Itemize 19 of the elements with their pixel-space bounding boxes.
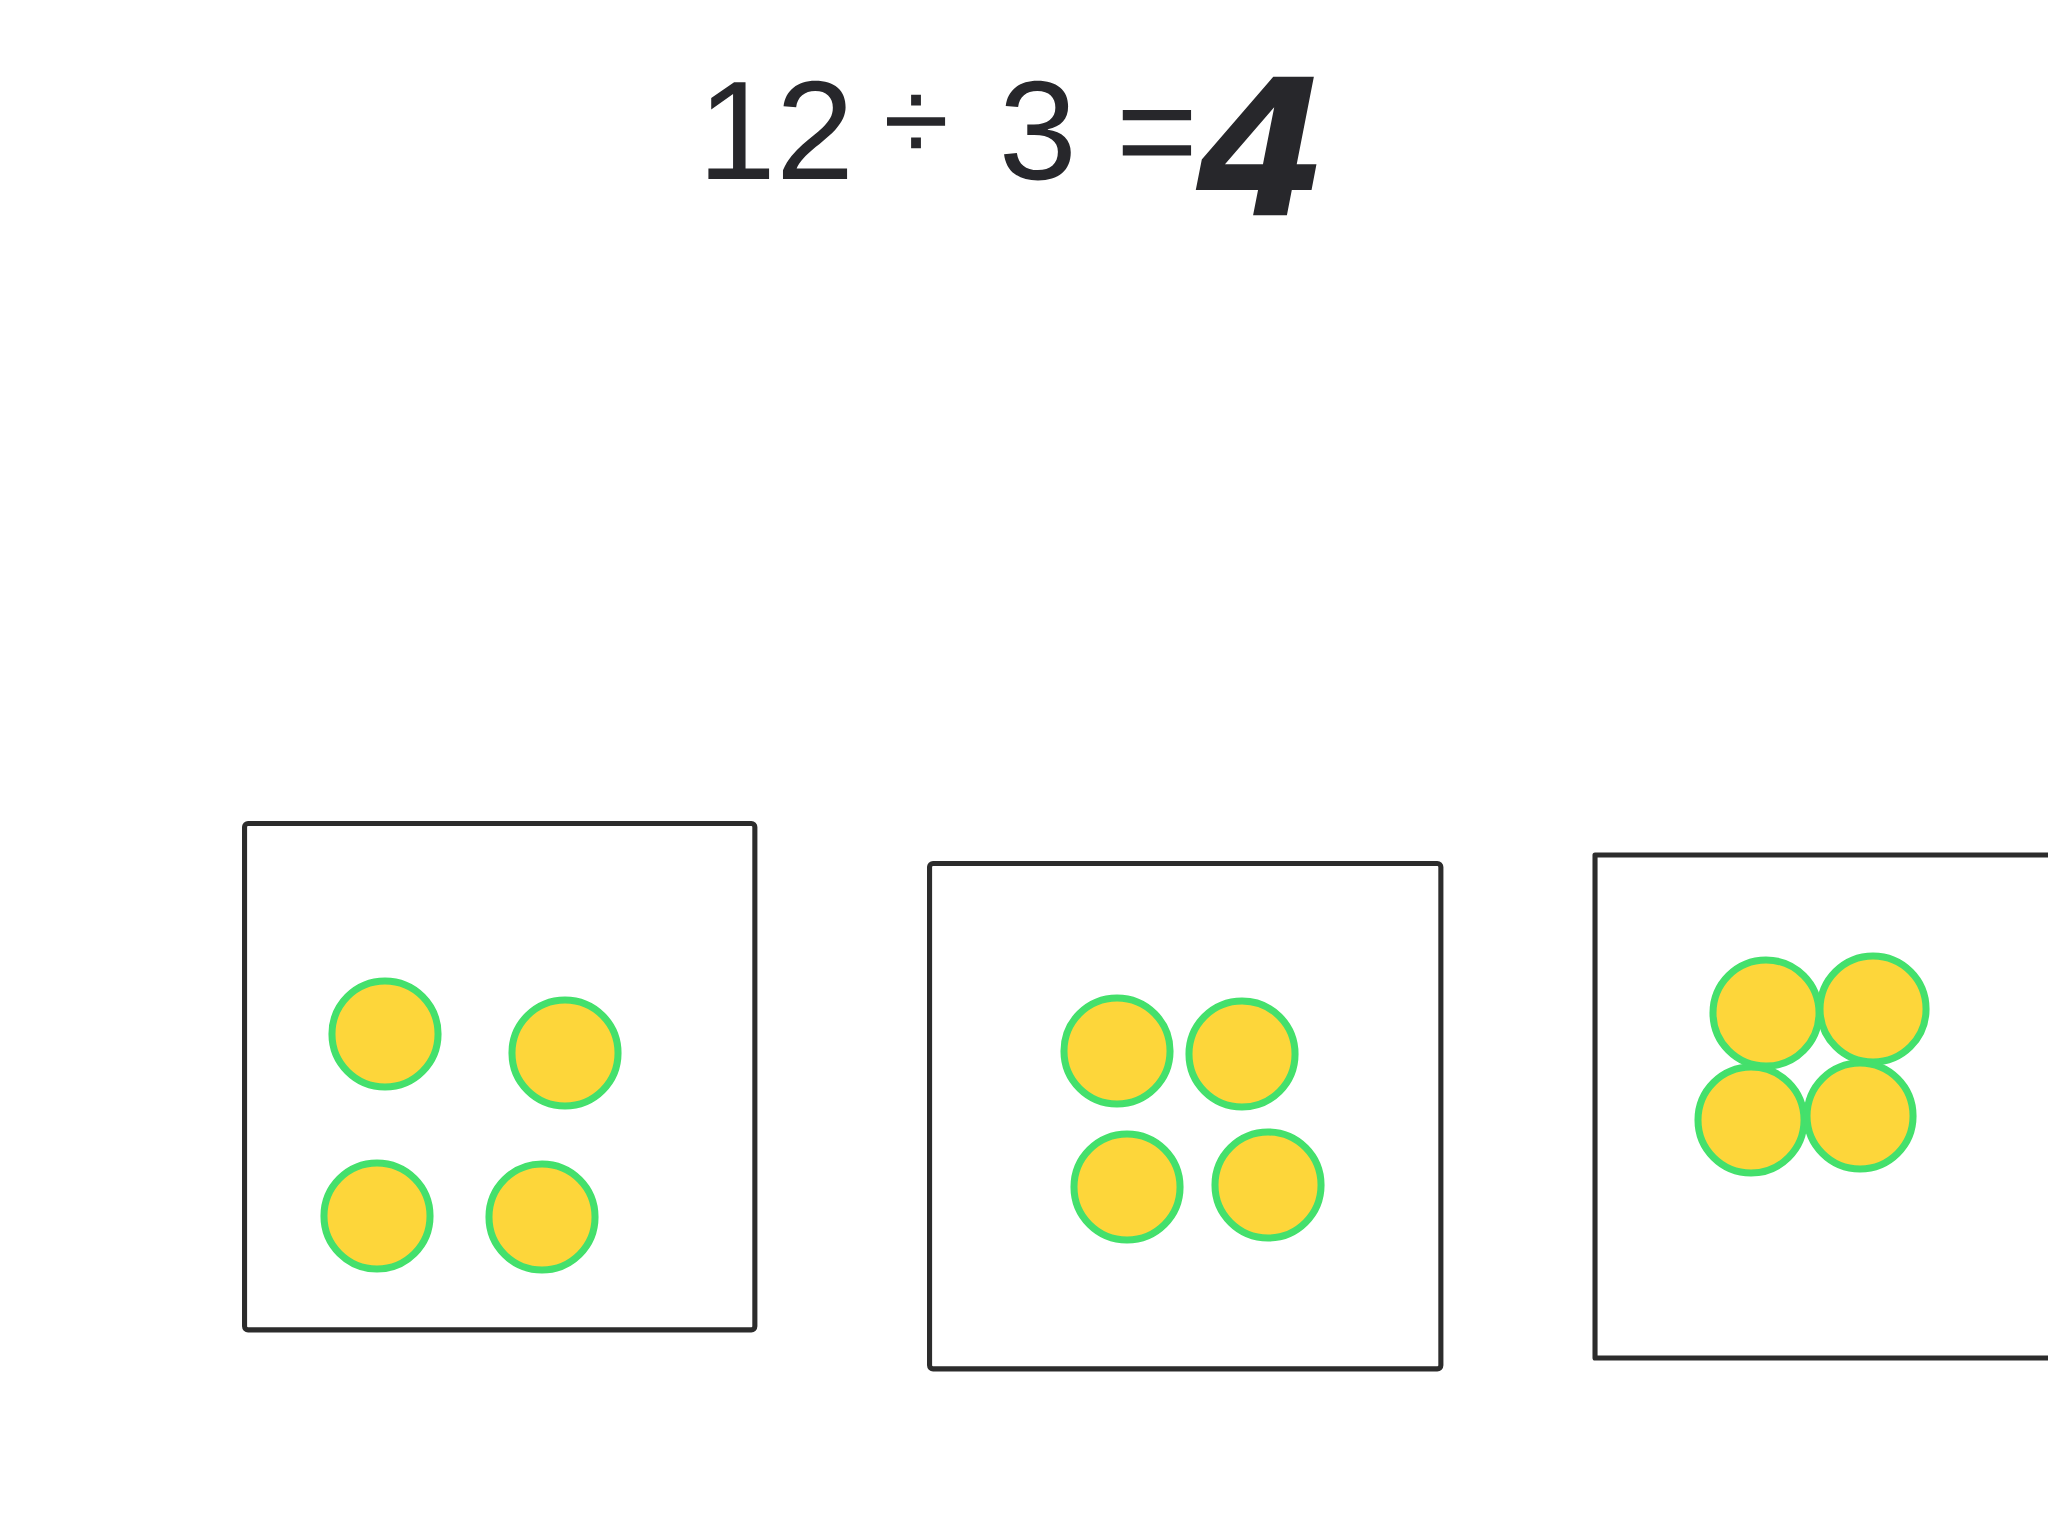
counter-circle <box>1211 1128 1325 1242</box>
counter-circle <box>1060 994 1174 1108</box>
group-box <box>1592 852 2048 1361</box>
equation-text: 3 = <box>1004 80 1192 181</box>
equation-number: 12 <box>708 80 848 179</box>
counter-circle <box>320 1159 434 1273</box>
counter-circle <box>1185 997 1299 1111</box>
handwritten-answer: 4 <box>1195 76 1317 216</box>
counter-circle <box>1694 1063 1808 1177</box>
group-box <box>927 861 1444 1372</box>
counter-circle <box>328 977 442 1091</box>
counter-circle <box>508 996 622 1110</box>
counter-circle <box>1803 1059 1917 1173</box>
counter-circle <box>1070 1130 1184 1244</box>
division-sign: ÷ <box>887 94 946 149</box>
counter-circle <box>1816 952 1930 1066</box>
counter-circle <box>1709 956 1823 1070</box>
group-box <box>242 821 758 1333</box>
counter-circle <box>485 1160 599 1274</box>
